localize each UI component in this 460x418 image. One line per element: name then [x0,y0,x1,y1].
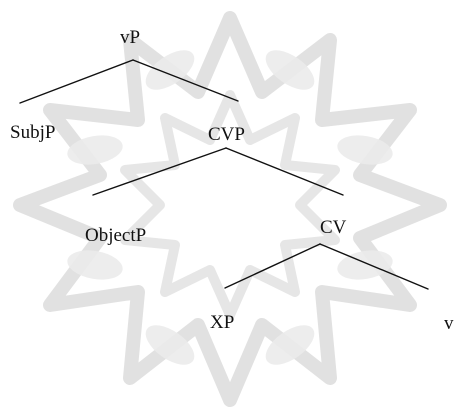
node-xp: XP [210,312,235,333]
node-vp: vP [120,27,141,48]
branch-vp-right [132,59,239,102]
node-cvp: CVP [208,124,245,145]
node-objectp: ObjectP [85,225,147,246]
node-subjp: SubjP [10,122,56,143]
node-v: v [444,313,454,334]
branch-cvp-right [225,147,344,196]
node-cv: CV [320,217,347,238]
branch-vp-left [19,59,134,104]
branch-cv-right [319,243,429,290]
branch-cv-left [224,243,321,289]
branch-cvp-left [92,147,227,196]
